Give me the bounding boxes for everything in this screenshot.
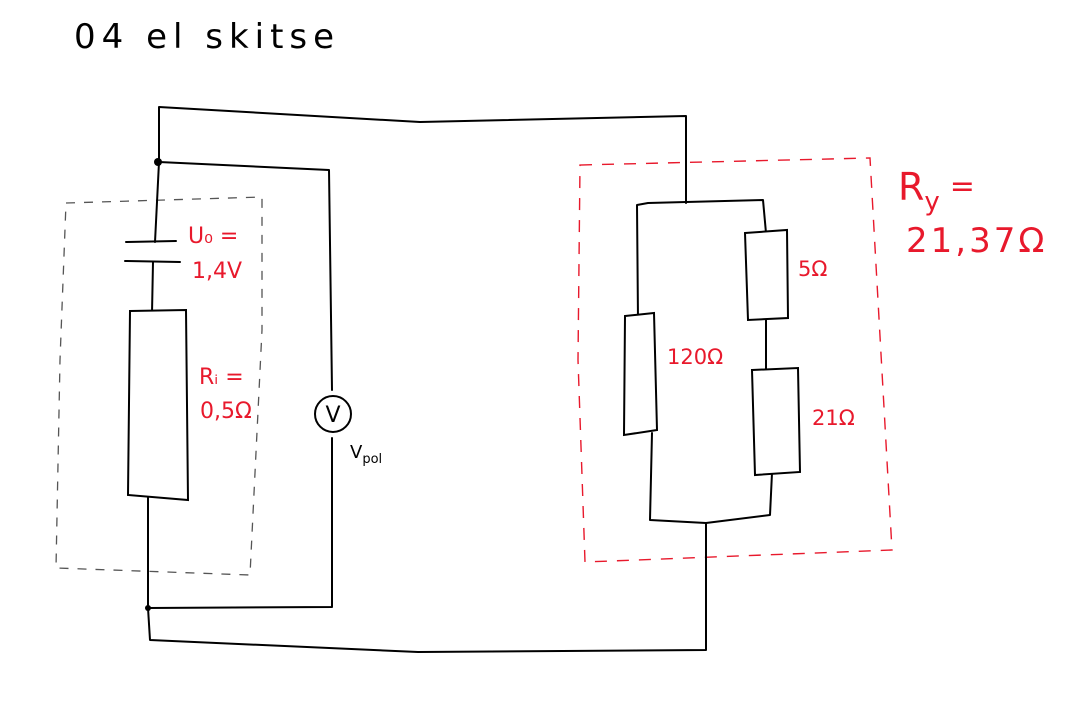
wire-top-outer <box>158 106 687 204</box>
battery-plate-short <box>124 260 181 263</box>
r3-label: 21Ω <box>812 406 855 430</box>
ri-label: Rᵢ = <box>199 365 244 390</box>
internal-resistor <box>126 308 190 502</box>
resistor-21 <box>750 366 802 477</box>
voltmeter-circle <box>314 395 352 433</box>
load-dashed-box <box>577 157 893 563</box>
r1-label: 120Ω <box>667 345 723 369</box>
voltmeter-symbol: V <box>325 403 340 428</box>
u0-label: U₀ = <box>188 224 238 249</box>
resistor-5 <box>743 228 790 322</box>
ry-label: Ry = <box>898 165 975 217</box>
resistor-120 <box>622 311 659 437</box>
r2-label: 5Ω <box>798 257 827 281</box>
ry-label-eq: = <box>950 169 975 204</box>
ry-value: 21,37Ω <box>906 221 1047 261</box>
ry-label-sub: y <box>924 187 939 217</box>
u0-value: 1,4V <box>192 259 242 284</box>
source-dashed-box <box>55 196 263 576</box>
junction-dot <box>145 605 151 611</box>
wire-source-bottom <box>147 495 707 653</box>
wire-voltmeter-bottom <box>147 437 333 609</box>
voltmeter-label-sub: pol <box>362 452 382 467</box>
wire-voltmeter-top <box>158 161 333 391</box>
voltmeter-label-main: V <box>350 442 363 463</box>
wire-source-middle <box>151 261 154 314</box>
wire-load-frame <box>636 199 773 524</box>
wire-source-top <box>154 161 160 243</box>
battery-plate-long <box>125 240 177 243</box>
junction-dot <box>154 158 162 166</box>
ry-label-main: R <box>898 165 924 209</box>
page-title: 04 el skitse <box>74 17 340 57</box>
voltmeter-label: Vpol <box>350 442 382 467</box>
ri-value: 0,5Ω <box>200 399 252 424</box>
